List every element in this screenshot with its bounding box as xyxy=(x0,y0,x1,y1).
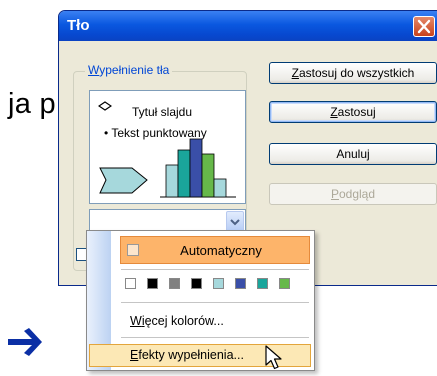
fill-effects-highlight xyxy=(89,344,311,367)
apply-to-all-button[interactable]: Zastosuj do wszystkich xyxy=(269,62,437,84)
fieldset-label: Wypełnienie tła xyxy=(85,63,173,77)
chevron-down-icon xyxy=(230,219,240,226)
color-swatch[interactable] xyxy=(279,278,290,289)
menu-separator xyxy=(121,302,309,303)
arrow-shape-icon xyxy=(99,167,148,194)
preview-title: Tytuł slajdu xyxy=(132,105,193,119)
slide-preview: Tytuł slajdu • Tekst punktowany xyxy=(89,90,246,204)
mouse-cursor-icon xyxy=(265,345,282,370)
arrow-right-icon xyxy=(8,328,42,356)
fill-dropdown-menu: Automatyczny Więcej kolorów... Efekty wy… xyxy=(86,230,315,371)
color-swatch[interactable] xyxy=(169,278,180,289)
slide-background-text: ja p xyxy=(8,88,56,120)
color-swatch[interactable] xyxy=(235,278,246,289)
more-colors-item[interactable]: Więcej kolorów... xyxy=(130,314,224,328)
cancel-button[interactable]: Anuluj xyxy=(269,143,437,165)
color-swatch[interactable] xyxy=(191,278,202,289)
dialog-title: Tło xyxy=(59,11,437,41)
automatic-label: Automatyczny xyxy=(180,243,262,258)
color-swatch[interactable] xyxy=(125,278,136,289)
menu-separator xyxy=(121,269,309,270)
color-swatch[interactable] xyxy=(147,278,158,289)
automatic-swatch xyxy=(127,244,139,256)
preview-bullet: • Tekst punktowany xyxy=(104,126,207,140)
close-button[interactable] xyxy=(413,16,435,37)
menu-separator xyxy=(121,337,309,338)
color-swatch[interactable] xyxy=(213,278,224,289)
apply-button[interactable]: Zastosuj xyxy=(269,101,437,123)
preview-button[interactable]: Podgląd xyxy=(269,183,437,205)
fill-effects-item[interactable]: Efekty wypełnienia... xyxy=(130,348,244,362)
automatic-color-item[interactable]: Automatyczny xyxy=(120,236,310,264)
bar-chart-icon xyxy=(160,138,236,198)
color-swatch[interactable] xyxy=(257,278,268,289)
combo-dropdown-button[interactable] xyxy=(226,211,244,233)
close-icon xyxy=(417,19,431,34)
diamond-bullet-icon xyxy=(98,101,112,111)
